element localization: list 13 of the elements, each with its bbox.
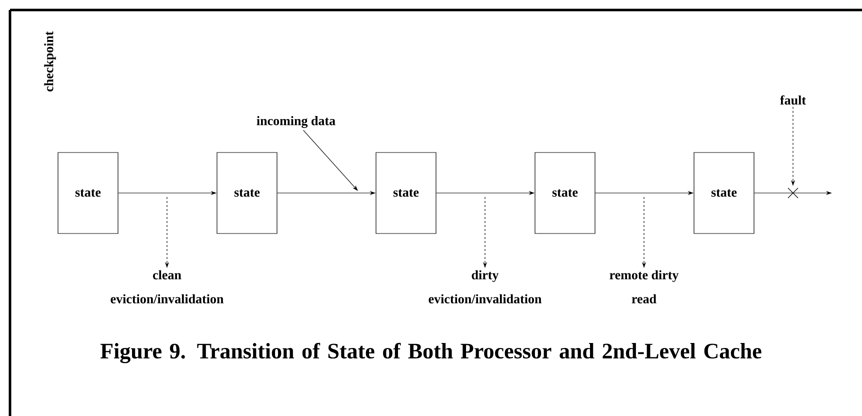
checkpoint-label: checkpoint: [44, 31, 56, 92]
annotation-label: incoming data: [256, 116, 336, 128]
event-label: clean eviction/invalidation: [110, 270, 224, 304]
state-box: state: [534, 152, 596, 234]
state-box: state: [58, 152, 118, 234]
annotation-label: fault: [780, 95, 806, 105]
state-box: state: [376, 152, 436, 234]
figure-caption: Figure 9. Transition of State of Both Processor and 2nd-Level Cache: [100, 342, 762, 364]
event-label: remote dirty read: [610, 270, 679, 304]
arrow: [303, 130, 358, 191]
state-box: state: [694, 152, 754, 234]
state-box: state: [216, 152, 278, 234]
event-label: dirty eviction/invalidation: [428, 270, 542, 304]
